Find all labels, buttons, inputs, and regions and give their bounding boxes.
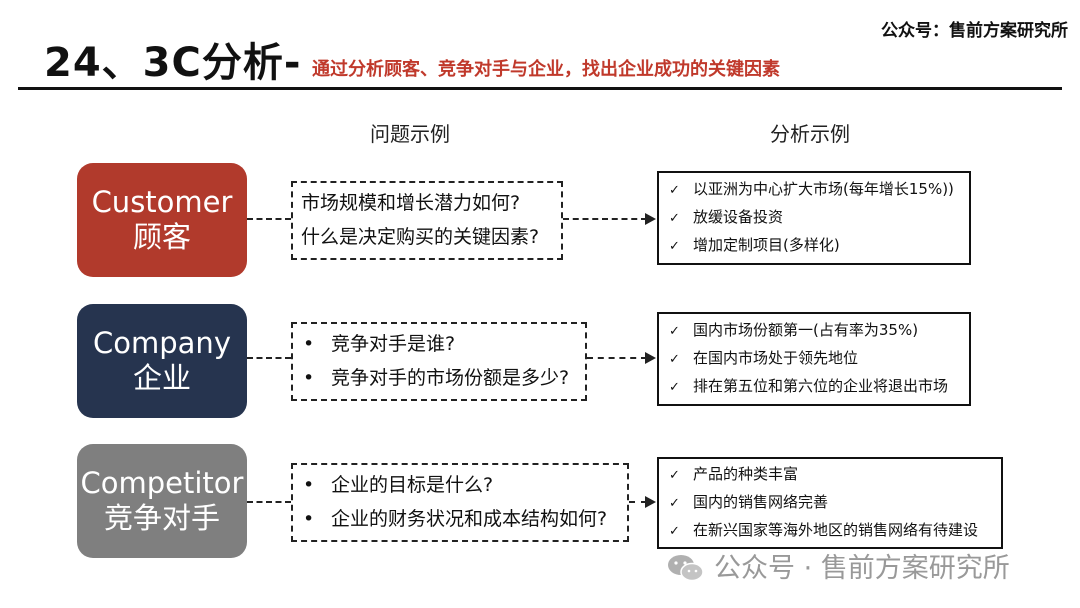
source-label: 公众号：售前方案研究所	[881, 21, 1068, 41]
wechat-icon	[668, 555, 704, 582]
company-analysis-1: 国内市场份额第一(占有率为35%)	[669, 317, 959, 345]
title-divider	[18, 87, 1062, 90]
company-zh-label: 企业	[132, 361, 191, 395]
questions-column-header: 问题示例	[370, 122, 450, 146]
customer-to-analysis-connector	[563, 218, 647, 220]
customer-questions-box: 市场规模和增长潜力如何? 什么是决定购买的关键因素?	[291, 181, 563, 260]
customer-box: Customer 顾客	[77, 163, 247, 277]
competitor-to-analysis-connector	[629, 501, 647, 503]
customer-analysis-box: 以亚洲为中心扩大市场(每年增长15%)) 放缓设备投资 增加定制项目(多样化)	[657, 171, 971, 265]
page-subtitle: 通过分析顾客、竞争对手与企业，找出企业成功的关键因素	[312, 59, 780, 80]
company-to-analysis-connector	[587, 357, 647, 359]
company-analysis-2: 在国内市场处于领先地位	[669, 345, 959, 373]
competitor-to-questions-connector	[247, 501, 291, 503]
competitor-box: Competitor 竞争对手	[77, 444, 247, 558]
company-analysis-3: 排在第五位和第六位的企业将退出市场	[669, 373, 959, 401]
company-arrow-head	[645, 352, 656, 364]
company-question-1: 竞争对手是谁?	[303, 328, 577, 361]
competitor-question-1: 企业的目标是什么?	[303, 469, 619, 502]
customer-question-1: 市场规模和增长潜力如何?	[301, 192, 521, 215]
competitor-analysis-1: 产品的种类丰富	[669, 461, 991, 489]
competitor-analysis-2: 国内的销售网络完善	[669, 489, 991, 517]
customer-to-questions-connector	[247, 218, 291, 220]
customer-analysis-3: 增加定制项目(多样化)	[669, 232, 959, 260]
company-questions-box: 竞争对手是谁? 竞争对手的市场份额是多少?	[291, 322, 587, 401]
customer-analysis-1: 以亚洲为中心扩大市场(每年增长15%))	[669, 176, 959, 204]
company-analysis-box: 国内市场份额第一(占有率为35%) 在国内市场处于领先地位 排在第五位和第六位的…	[657, 312, 971, 406]
competitor-arrow-head	[645, 496, 656, 508]
customer-question-2: 什么是决定购买的关键因素?	[301, 225, 540, 248]
page-title: 24、3C分析-	[44, 40, 302, 86]
company-to-questions-connector	[247, 357, 291, 359]
customer-zh-label: 顾客	[132, 220, 191, 254]
competitor-zh-label: 竞争对手	[103, 501, 220, 535]
competitor-questions-box: 企业的目标是什么? 企业的财务状况和成本结构如何?	[291, 463, 629, 542]
competitor-en-label: Competitor	[80, 466, 244, 501]
customer-arrow-head	[645, 213, 656, 225]
competitor-question-2: 企业的财务状况和成本结构如何?	[303, 503, 619, 536]
customer-analysis-2: 放缓设备投资	[669, 204, 959, 232]
customer-en-label: Customer	[91, 185, 233, 220]
competitor-analysis-3: 在新兴国家等海外地区的销售网络有待建设	[669, 517, 991, 545]
company-box: Company 企业	[77, 304, 247, 418]
analysis-column-header: 分析示例	[770, 122, 850, 146]
company-en-label: Company	[93, 326, 231, 361]
company-question-2: 竞争对手的市场份额是多少?	[303, 362, 577, 395]
competitor-analysis-box: 产品的种类丰富 国内的销售网络完善 在新兴国家等海外地区的销售网络有待建设	[657, 457, 1003, 549]
watermark-text: 公众号 · 售前方案研究所	[714, 553, 1010, 584]
